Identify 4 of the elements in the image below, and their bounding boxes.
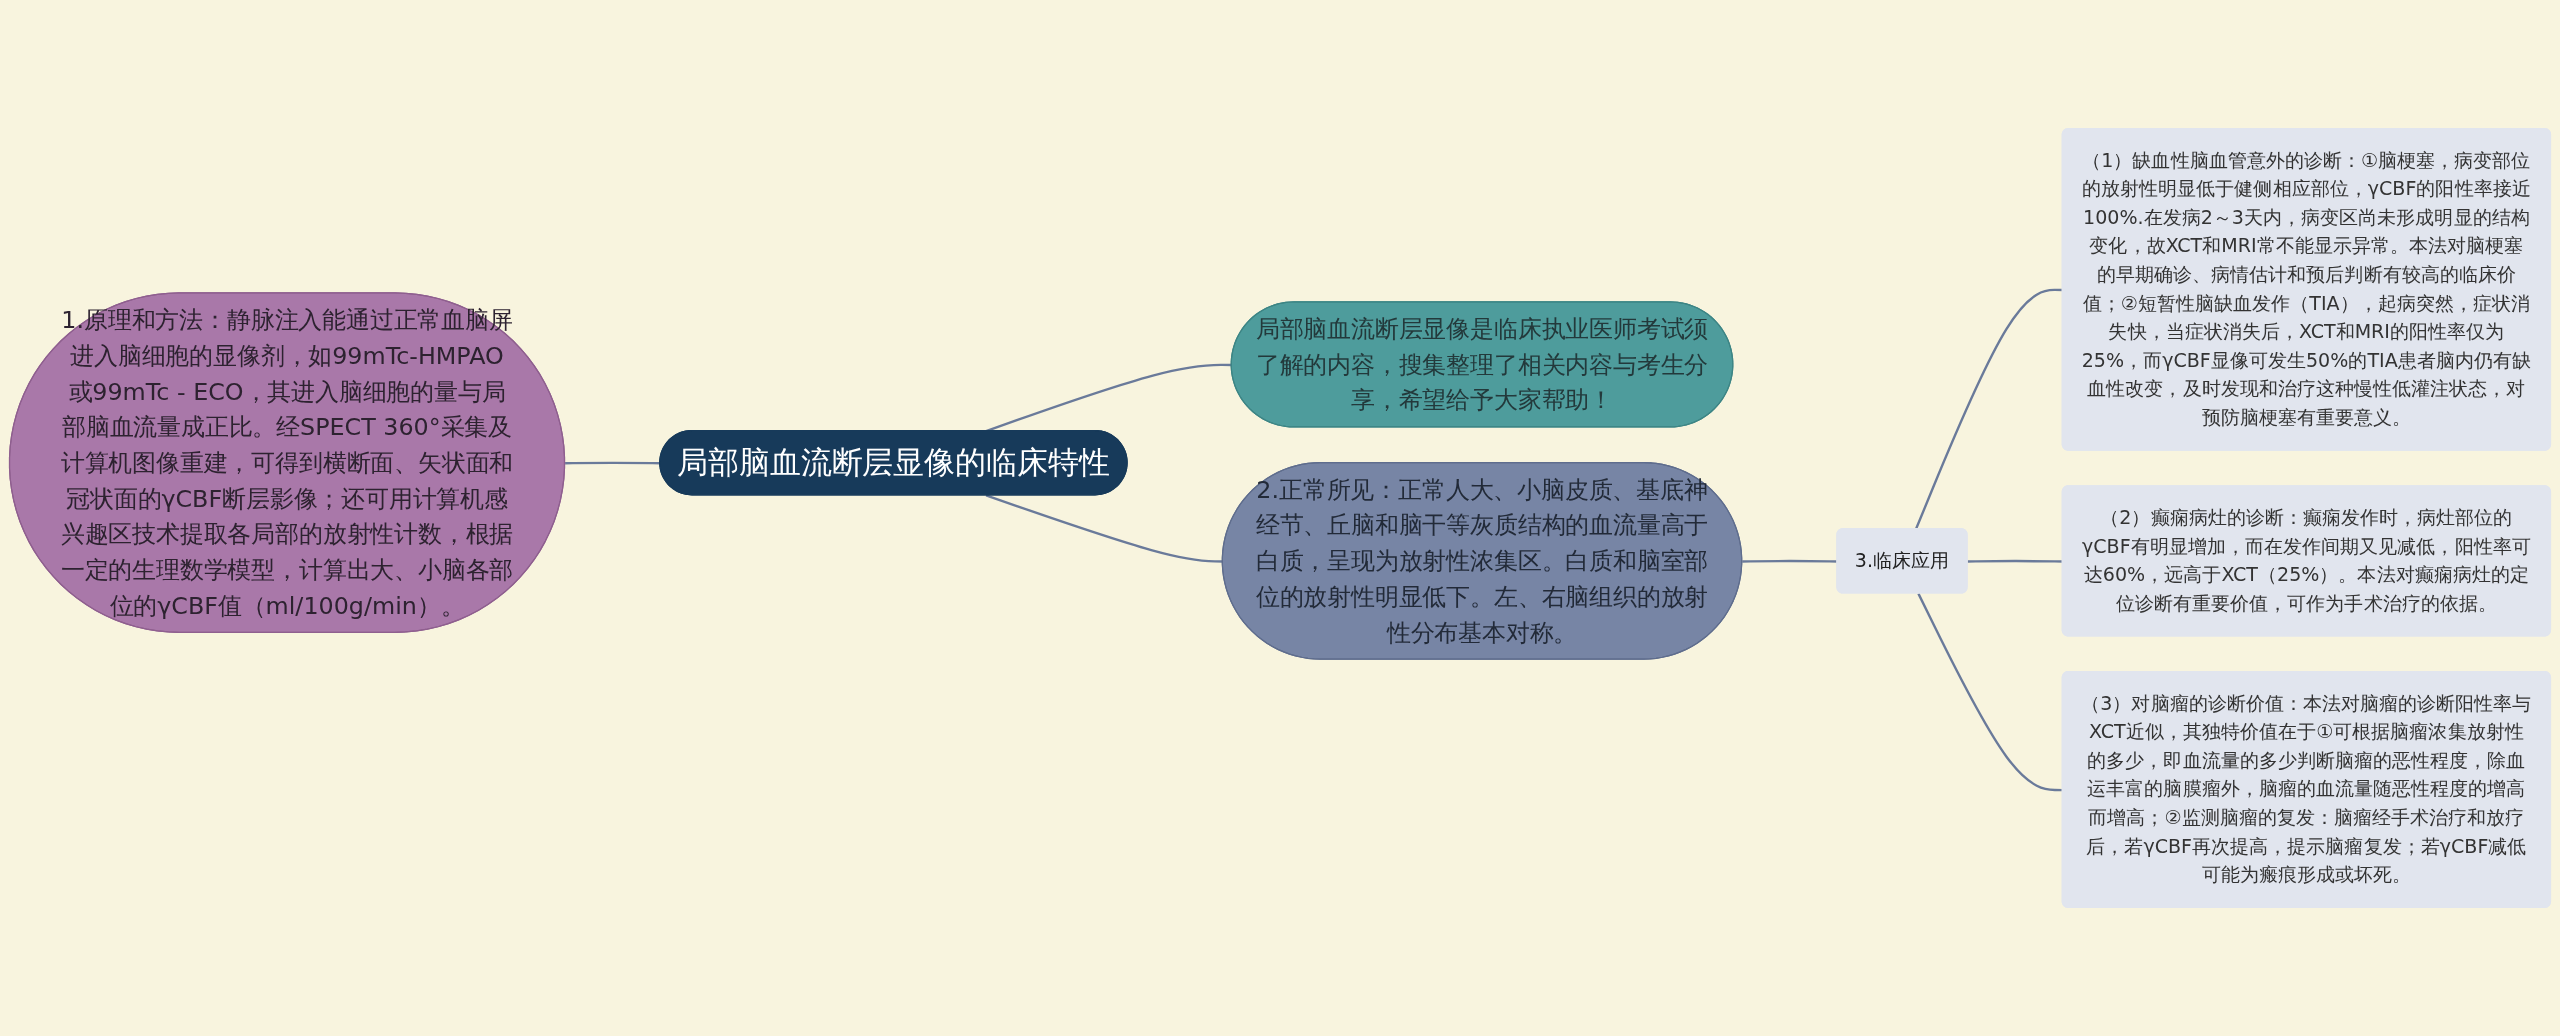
connector [1967, 559, 2063, 563]
connector [1914, 288, 2063, 530]
connector [1917, 593, 2063, 792]
connector [985, 494, 1223, 563]
